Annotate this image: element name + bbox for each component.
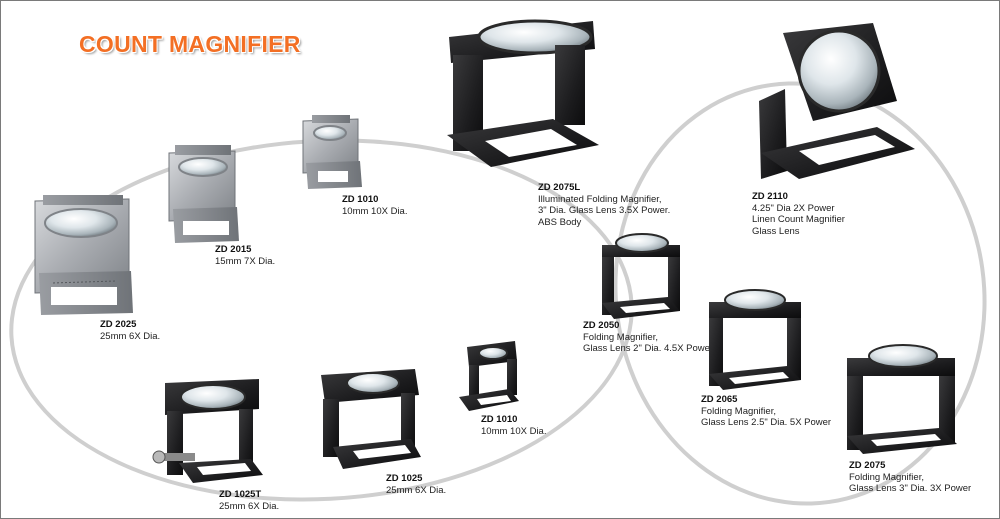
- product-spec: 25mm 6X Dia.: [386, 484, 447, 496]
- product-spec: 15mm 7X Dia.: [215, 255, 276, 267]
- magnifier-illustration: [152, 379, 263, 483]
- product-code: ZD 2075L: [538, 182, 581, 193]
- product-spec: Folding Magnifier,: [583, 331, 658, 343]
- product-spec: Linen Count Magnifier: [752, 214, 845, 225]
- product-code: ZD 2110: [752, 191, 788, 202]
- product-code: ZD 2025: [100, 319, 137, 330]
- product-image-zd2015: [165, 143, 241, 243]
- product-spec: Glass Lens 3" Dia. 3X Power: [849, 483, 972, 494]
- product-image-zd1010-silver: [300, 113, 362, 189]
- magnifier-illustration: [847, 344, 957, 454]
- magnifier-illustration: [602, 233, 680, 319]
- product-caption-zd2110: ZD 2110 4.25" Dia 2X Power Linen Count M…: [752, 191, 845, 237]
- product-code: ZD 1025: [386, 473, 423, 484]
- magnifier-illustration: [759, 23, 915, 179]
- product-image-zd2050: [600, 231, 682, 319]
- magnifier-illustration: [34, 195, 133, 315]
- product-spec: ABS Body: [538, 216, 582, 228]
- magnifier-illustration: [321, 369, 421, 469]
- page-title: COUNT MAGNIFIER: [79, 31, 301, 57]
- product-caption-zd1025t: ZD 1025T 25mm 6X Dia.: [219, 489, 279, 512]
- product-spec: 3" Dia. Glass Lens 3.5X Power.: [538, 205, 671, 216]
- product-code: ZD 2065: [701, 394, 738, 405]
- magnifier-illustration: [459, 341, 519, 411]
- product-spec: Glass Lens: [752, 225, 800, 237]
- product-spec: 10mm 10X Dia.: [481, 425, 547, 437]
- product-caption-zd2025: ZD 2025 25mm 6X Dia.: [100, 319, 160, 342]
- product-caption-zd1010-black: ZD 1010 10mm 10X Dia.: [481, 414, 546, 437]
- product-code: ZD 2075: [849, 460, 886, 471]
- magnifier-illustration: [302, 115, 362, 189]
- product-caption-zd1010-silver: ZD 1010 10mm 10X Dia.: [342, 194, 407, 217]
- product-image-zd2075: [845, 342, 959, 454]
- product-image-zd2065: [707, 288, 803, 390]
- product-spec: Illuminated Folding Magnifier,: [538, 193, 662, 205]
- product-image-zd1025t: [152, 375, 265, 485]
- product-image-zd1025: [319, 365, 423, 471]
- product-caption-zd1025: ZD 1025 25mm 6X Dia.: [386, 473, 446, 496]
- product-spec: Folding Magnifier,: [849, 471, 924, 483]
- product-spec: Glass Lens 2.5" Dia. 5X Power: [701, 417, 832, 428]
- magnifier-illustration: [447, 19, 599, 167]
- product-spec: Glass Lens 2" Dia. 4.5X Power: [583, 343, 714, 354]
- product-caption-zd2050: ZD 2050 Folding Magnifier, Glass Lens 2"…: [583, 320, 713, 355]
- magnifier-illustration: [168, 145, 239, 243]
- product-caption-zd2075: ZD 2075 Folding Magnifier, Glass Lens 3"…: [849, 460, 971, 495]
- product-spec: 25mm 6X Dia.: [100, 330, 161, 342]
- product-code: ZD 2015: [215, 244, 252, 255]
- product-caption-zd2015: ZD 2015 15mm 7X Dia.: [215, 244, 275, 267]
- product-spec: 4.25" Dia 2X Power: [752, 202, 835, 214]
- product-image-zd2025: [29, 193, 137, 315]
- product-spec: Folding Magnifier,: [701, 405, 776, 417]
- product-image-zd1010-black: [457, 339, 521, 411]
- product-spec: 10mm 10X Dia.: [342, 205, 408, 217]
- product-spec: 25mm 6X Dia.: [219, 500, 280, 512]
- product-code: ZD 1025T: [219, 489, 262, 500]
- magnifier-illustration: [709, 289, 801, 390]
- product-image-zd2075l: [445, 15, 601, 175]
- product-code: ZD 1010: [342, 194, 379, 205]
- product-code: ZD 2050: [583, 320, 620, 331]
- product-caption-zd2075l: ZD 2075L Illuminated Folding Magnifier, …: [538, 182, 670, 228]
- product-code: ZD 1010: [481, 414, 518, 425]
- product-image-zd2110: [757, 19, 919, 181]
- product-caption-zd2065: ZD 2065 Folding Magnifier, Glass Lens 2.…: [701, 394, 831, 429]
